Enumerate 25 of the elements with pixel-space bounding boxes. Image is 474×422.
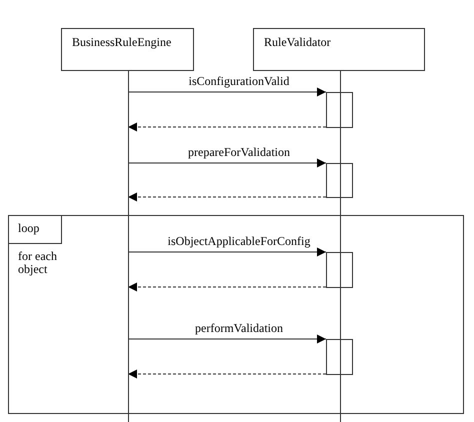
return-arrow bbox=[128, 122, 326, 132]
activation-bar bbox=[326, 252, 353, 288]
message-label: isObjectApplicableForConfig bbox=[166, 234, 312, 249]
participant-name: BusinessRuleEngine bbox=[72, 35, 172, 50]
lifeline bbox=[128, 71, 130, 422]
activation-bar bbox=[326, 92, 353, 128]
activation-bar bbox=[326, 339, 353, 375]
message-label: isConfigurationValid bbox=[188, 74, 290, 89]
message-label: performValidation bbox=[194, 321, 284, 336]
return-arrow bbox=[128, 370, 326, 378]
message-arrow bbox=[128, 88, 326, 96]
message-label: prepareForValidation bbox=[187, 145, 291, 160]
participant-box bbox=[61, 28, 194, 71]
loop-condition: for each object bbox=[18, 250, 58, 276]
return-arrow bbox=[128, 192, 326, 202]
activation-bar bbox=[326, 163, 353, 198]
loop-frame bbox=[8, 215, 464, 414]
lifeline bbox=[340, 71, 342, 422]
return-arrow bbox=[128, 282, 326, 292]
message-arrow bbox=[128, 334, 326, 344]
participant-box bbox=[253, 28, 425, 71]
loop-tag: loop bbox=[8, 215, 62, 244]
message-arrow bbox=[128, 248, 326, 256]
message-arrow bbox=[128, 158, 326, 168]
participant-name: RuleValidator bbox=[264, 35, 331, 50]
